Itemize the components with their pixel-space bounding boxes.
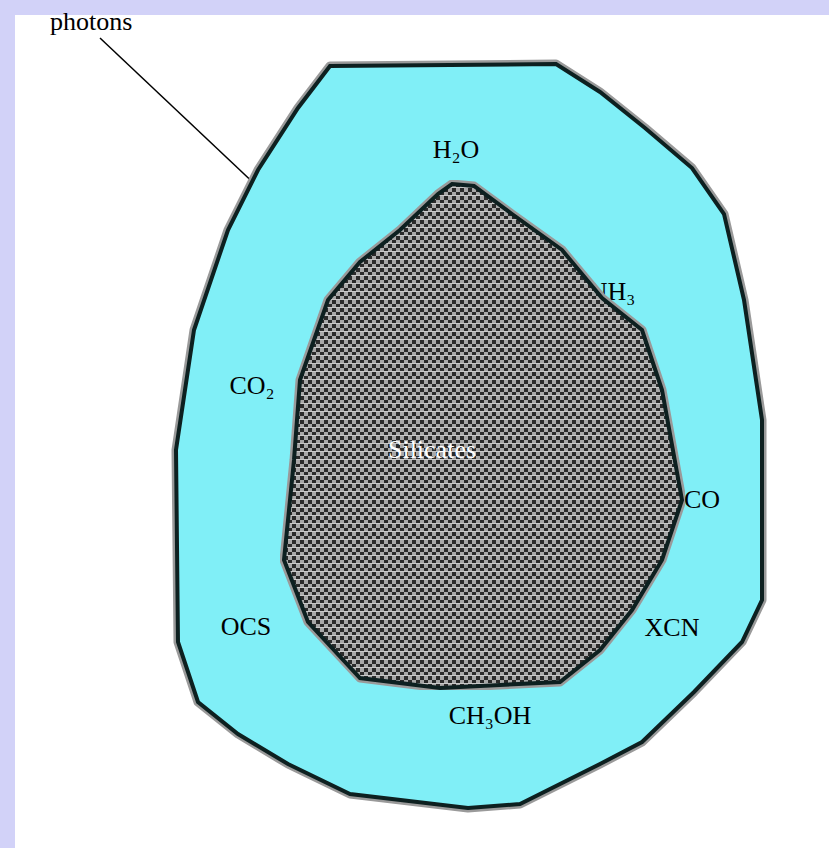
photon-label: photons [50, 8, 132, 37]
ice-species-label: CO [684, 486, 720, 515]
core-label: Silicates [388, 436, 476, 465]
ice-mantle: H₂ONH₃CO₂COOCSXCNCH₃OHSilicates [170, 55, 770, 815]
core-outline [280, 180, 685, 690]
ice-species-label: OCS [221, 613, 272, 642]
ice-species-label: H₂O [433, 136, 480, 165]
ice-species-label: XCN [645, 614, 700, 643]
ice-species-label: CO₂ [229, 372, 274, 401]
silicate-core: Silicates [280, 180, 685, 690]
ice-species-label: CH₃OH [449, 702, 532, 731]
